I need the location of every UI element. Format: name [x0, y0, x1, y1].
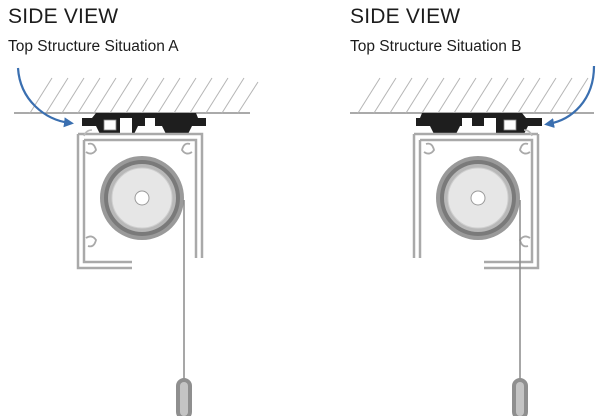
weight-handle-icon — [512, 378, 528, 416]
roller-tube — [436, 156, 520, 240]
panel-subtitle: Top Structure Situation A — [8, 38, 179, 55]
mounting-bracket — [82, 113, 206, 134]
cassette-profile — [412, 129, 540, 270]
panel-subtitle: Top Structure Situation B — [350, 38, 522, 55]
ceiling-hatch — [350, 77, 594, 114]
weight-handle-icon — [176, 378, 192, 416]
side-view-diagram-b — [350, 65, 596, 416]
panel-title: SIDE VIEW — [350, 5, 461, 28]
ceiling-hatch — [14, 77, 259, 114]
side-view-diagram-a — [14, 67, 259, 416]
curved-arrow-icon — [544, 65, 596, 128]
panel-title: SIDE VIEW — [8, 5, 119, 28]
roller-tube — [100, 156, 184, 240]
cassette-profile — [76, 129, 204, 270]
curved-arrow-icon — [16, 67, 74, 128]
mounting-bracket — [416, 113, 542, 134]
side-view-panel-a: SIDE VIEW Top Structure Situation A — [8, 5, 259, 416]
side-view-panel-b: SIDE VIEW Top Structure Situation B — [302, 0, 604, 416]
